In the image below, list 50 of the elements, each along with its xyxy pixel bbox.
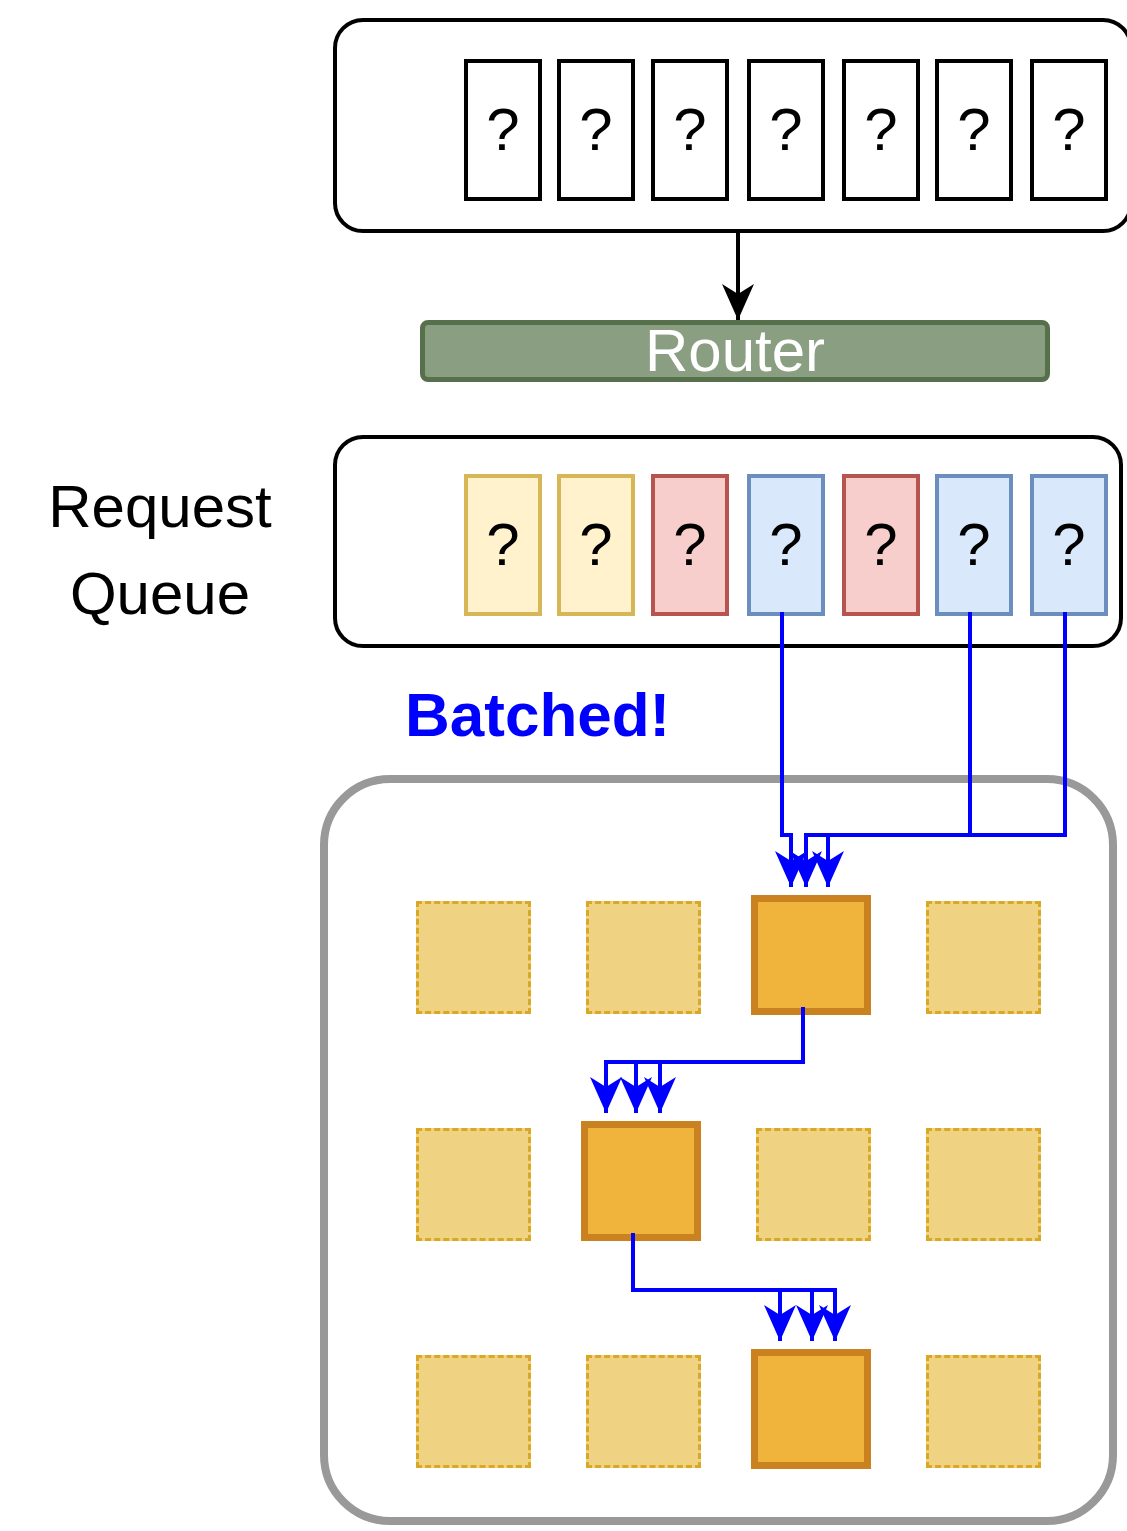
arrow [722,233,754,320]
box-label: ? [486,100,520,160]
request-box [651,474,729,616]
box-label: ? [486,515,520,575]
core-tile [756,1128,871,1241]
core-tile [416,1355,531,1468]
box-label: ? [769,100,803,160]
box-label: ? [673,515,707,575]
arrow [790,612,972,887]
core-tile [926,901,1041,1014]
core-tile [416,1128,531,1241]
box-label: ? [769,515,803,575]
active-core-tile [751,1349,871,1469]
batched-note: Batched! [405,680,671,750]
router-label: Router [644,323,826,379]
box-label: ? [579,515,613,575]
box-label: ? [1052,100,1086,160]
box-label: ? [1052,515,1086,575]
queue-heading: Request Queue [47,472,273,629]
box-label: ? [864,515,898,575]
token-box [651,59,729,201]
request-box [1030,474,1108,616]
request-box [464,474,542,616]
request-box [557,474,635,616]
core-tile [926,1355,1041,1468]
core-tile [586,901,701,1014]
box-label: ? [864,100,898,160]
core-tile [926,1128,1041,1241]
request-box [747,474,825,616]
token-box [747,59,825,201]
arrow [812,612,1067,887]
request-box [935,474,1013,616]
request-box [842,474,920,616]
token-box [464,59,542,201]
token-box [1030,59,1108,201]
box-label: ? [957,515,991,575]
active-core-tile [581,1121,701,1241]
token-box [557,59,635,201]
token-box [842,59,920,201]
input-container [333,18,1127,233]
box-label: ? [673,100,707,160]
box-label: ? [957,100,991,160]
device-grid-container [320,775,1117,1525]
token-box [935,59,1013,201]
core-tile [416,901,531,1014]
box-label: ? [579,100,613,160]
router-bar [420,320,1050,382]
active-core-tile [751,895,871,1015]
arrow [775,612,807,887]
core-tile [586,1355,701,1468]
